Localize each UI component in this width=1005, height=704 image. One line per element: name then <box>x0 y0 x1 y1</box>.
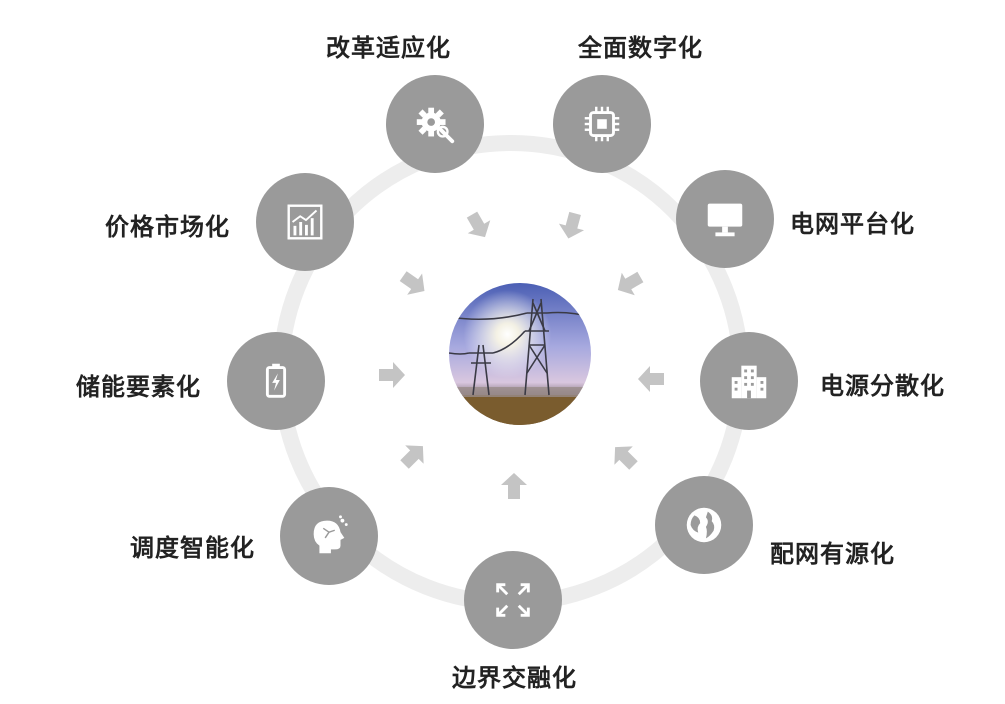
arrow-dispatch <box>400 445 424 469</box>
platform-label: 电网平台化 <box>790 209 915 238</box>
buildings-icon <box>731 365 767 399</box>
digital-label: 全面数字化 <box>578 33 703 62</box>
center-power-tower-image <box>449 283 591 425</box>
battery-icon <box>265 363 287 398</box>
arrow-platform <box>617 271 644 296</box>
dispatch-node <box>280 487 378 585</box>
arrow-boundary <box>501 473 527 499</box>
arrow-source <box>638 366 664 392</box>
power-tower-sunset-image <box>449 283 591 425</box>
expand-arrows-icon <box>496 583 530 617</box>
source-node <box>700 332 798 430</box>
globe-icon <box>686 507 722 543</box>
distribution-node <box>655 476 753 574</box>
storage-node <box>227 332 325 430</box>
arrow-digital <box>558 211 585 239</box>
source-label: 电源分散化 <box>820 371 945 400</box>
arrow-reform <box>466 211 491 238</box>
brain-head-icon <box>313 515 348 554</box>
boundary-label: 边界交融化 <box>452 663 577 692</box>
platform-node <box>676 170 774 268</box>
price-node <box>256 173 354 271</box>
arrow-storage <box>379 362 405 388</box>
digital-node <box>553 75 651 173</box>
reform-label: 改革适应化 <box>326 33 451 62</box>
dispatch-label: 调度智能化 <box>130 533 255 562</box>
reform-node <box>386 75 484 173</box>
gear-wrench-icon <box>416 107 455 144</box>
distribution-label: 配网有源化 <box>770 539 895 568</box>
monitor-icon <box>707 203 743 237</box>
price-label: 价格市场化 <box>105 212 230 241</box>
boundary-node <box>464 551 562 649</box>
arrow-price <box>399 271 425 295</box>
arrow-distribution <box>614 446 638 470</box>
bar-chart-icon <box>287 204 323 240</box>
storage-label: 储能要素化 <box>76 372 201 401</box>
chip-icon <box>584 106 620 142</box>
